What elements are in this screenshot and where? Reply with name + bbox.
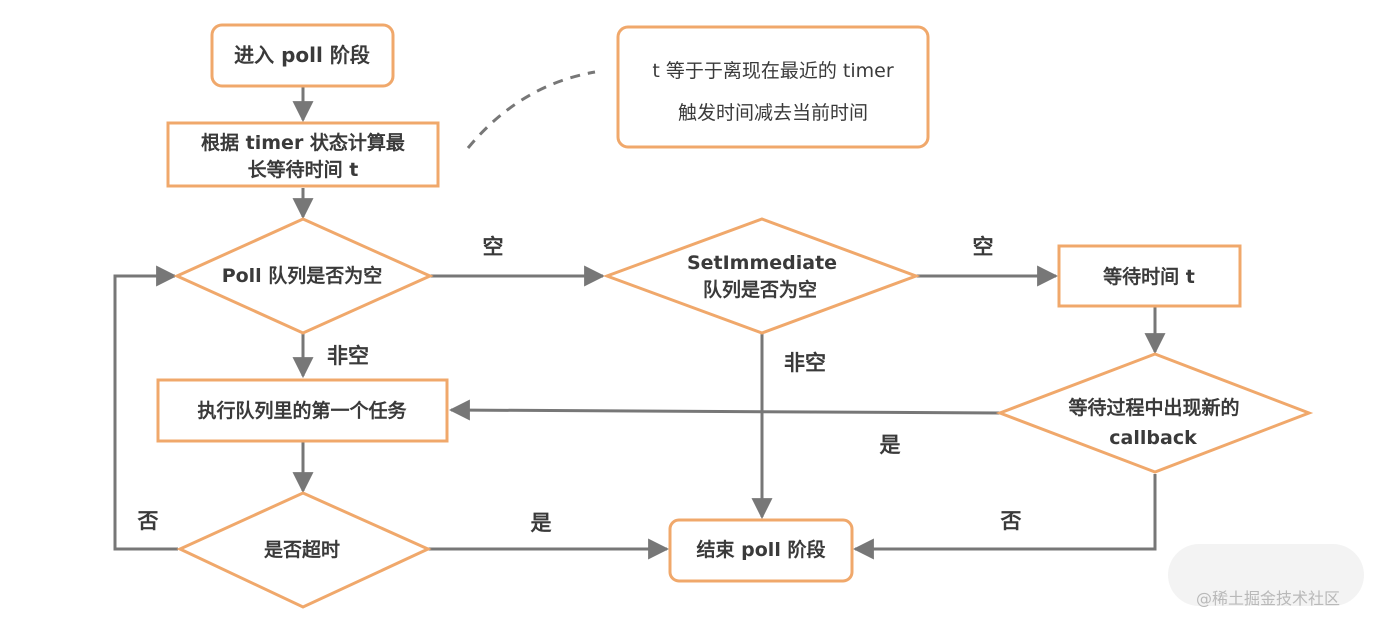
node-compute-label-line2: 长等待时间 t (248, 158, 359, 181)
watermark-text: @稀土掘金技术社区 (1196, 589, 1340, 608)
label-callback-yes: 是 (880, 433, 901, 457)
label-set-not-empty: 非空 (784, 351, 826, 375)
node-enter-poll-label: 进入 poll 阶段 (234, 43, 370, 67)
node-is-timeout: 是否超时 (176, 491, 432, 609)
node-poll-queue-label: Poll 队列是否为空 (222, 264, 383, 287)
label-poll-not-empty: 非空 (327, 344, 369, 368)
note-connector (466, 70, 596, 149)
node-wait-t-label: 等待时间 t (1102, 265, 1195, 288)
note-box: t 等于于离现在最近的 timer 触发时间减去当前时间 (616, 25, 930, 149)
note-line1: t 等于于离现在最近的 timer (652, 60, 893, 82)
node-poll-queue-empty: Poll 队列是否为空 (173, 217, 434, 335)
label-callback-no: 否 (1001, 509, 1022, 533)
node-is-timeout-label: 是否超时 (264, 538, 340, 561)
label-set-empty: 空 (973, 235, 994, 259)
node-enter-poll: 进入 poll 阶段 (210, 23, 395, 88)
node-compute-wait-time: 根据 timer 状态计算最 长等待时间 t (166, 121, 440, 188)
watermark: @稀土掘金技术社区 (1168, 544, 1364, 608)
node-execute-first-task: 执行队列里的第一个任务 (156, 378, 449, 443)
node-new-callback-label-line2: callback (1109, 427, 1197, 449)
node-setimmediate-label-line1: SetImmediate (687, 252, 837, 274)
node-end-poll-label: 结束 poll 阶段 (697, 538, 827, 561)
label-poll-empty: 空 (483, 235, 504, 259)
edges (113, 86, 1166, 560)
node-end-poll: 结束 poll 阶段 (668, 518, 854, 583)
edge-callback-no-to-end (852, 474, 1157, 560)
node-compute-label-line1: 根据 timer 状态计算最 (201, 131, 406, 154)
edge-timeout-no-loop-back (113, 265, 178, 551)
label-timeout-no: 否 (138, 509, 159, 533)
label-timeout-yes: 是 (531, 511, 552, 535)
node-new-callback: 等待过程中出现新的 callback (995, 352, 1314, 474)
node-new-callback-label-line1: 等待过程中出现新的 (1067, 396, 1239, 419)
note-line2: 触发时间减去当前时间 (678, 102, 868, 124)
edge-callback-yes-to-execute (448, 399, 1001, 421)
node-setimmediate-empty: SetImmediate 队列是否为空 (602, 217, 921, 335)
node-execute-label: 执行队列里的第一个任务 (197, 399, 407, 422)
node-wait-t: 等待时间 t (1057, 244, 1242, 308)
node-setimmediate-label-line2: 队列是否为空 (703, 278, 817, 301)
